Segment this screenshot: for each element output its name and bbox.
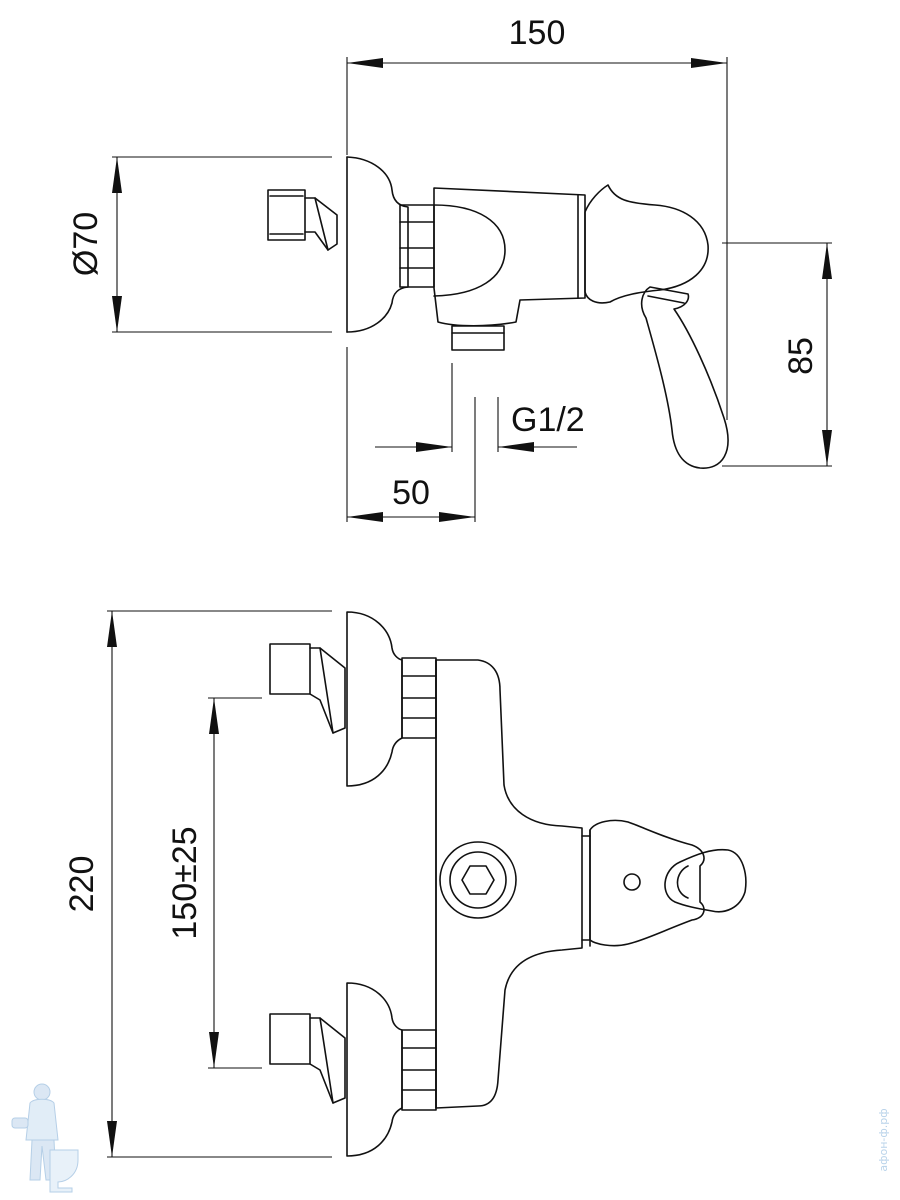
side-eccentric-nut xyxy=(267,189,306,241)
side-outlet-g12 xyxy=(451,325,505,351)
dim-diameter-label: Ø70 xyxy=(67,212,105,276)
dim-spacing-150: 150±25 xyxy=(166,697,262,1069)
front-lower-inlet xyxy=(269,982,437,1157)
front-outlet-ring xyxy=(439,841,517,919)
front-outlet-hex-socket xyxy=(461,865,495,895)
dim-width-label: 150 xyxy=(509,14,566,52)
side-handle-cap xyxy=(584,184,709,304)
side-lever-handle xyxy=(640,286,729,469)
dim-diameter-70: Ø70 xyxy=(67,156,332,333)
front-view xyxy=(269,611,747,1157)
dim-height-220: 220 xyxy=(63,610,332,1158)
dim-offset-50: 50 xyxy=(346,347,476,522)
front-handle-body xyxy=(589,819,705,947)
front-mixer-body xyxy=(435,659,583,1109)
plumber-logo xyxy=(11,1083,79,1193)
dim-handle-height-label: 85 xyxy=(782,337,820,375)
side-view xyxy=(267,156,729,469)
watermark-site: афон-ф.рф xyxy=(877,1108,890,1171)
side-wall-flange xyxy=(346,156,409,333)
side-hex-nut xyxy=(399,204,435,288)
side-mixer-body xyxy=(433,187,586,327)
dim-inlet-spacing-label: 150±25 xyxy=(166,826,204,939)
front-lever-knob xyxy=(664,848,747,913)
dim-height-85: 85 xyxy=(722,242,832,467)
dim-total-height-label: 220 xyxy=(63,856,101,913)
dim-thread-label: G1/2 xyxy=(511,401,585,439)
front-upper-inlet xyxy=(269,611,437,787)
dim-thread-g12: G1/2 xyxy=(375,363,585,452)
dim-offset-label: 50 xyxy=(392,474,430,512)
dim-width-150: 150 xyxy=(346,14,728,420)
